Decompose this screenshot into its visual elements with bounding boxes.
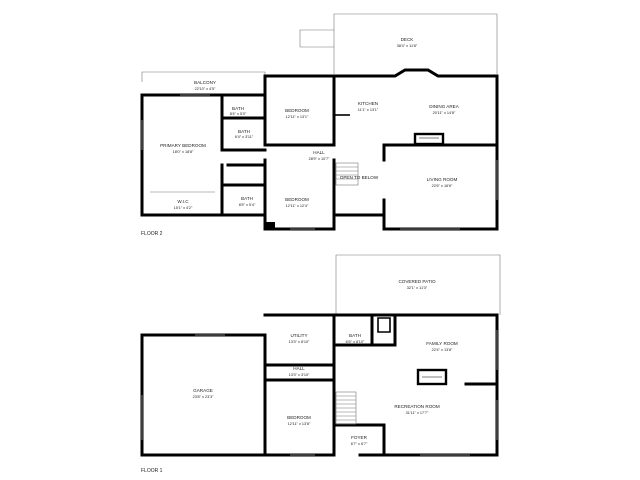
- room-dim: 12'11" x 13'1": [286, 115, 309, 119]
- room-name: FOYER: [351, 435, 368, 440]
- room-bedroom-b: BEDROOM 12'11" x 12'4": [285, 197, 309, 208]
- bath-fixtures: [377, 317, 391, 333]
- room-primary-bedroom: PRIMARY BEDROOM 18'0" x 18'8": [160, 143, 206, 154]
- room-name: GARAGE: [193, 388, 213, 393]
- floor-2-wall-right: [332, 68, 499, 231]
- deck-outline: [299, 13, 498, 74]
- room-bath-c: BATH 8'5" x 5'4": [239, 196, 256, 207]
- room-dim: 23'8" x 23'3": [193, 395, 214, 399]
- windows-floor-2: [141, 94, 498, 230]
- room-utility: UTILITY 13'3" x 8'10": [289, 333, 310, 344]
- stair-floor-2: [335, 162, 359, 186]
- room-dim: 22'4" x 13'8": [432, 348, 453, 352]
- room-deck: DECK 38'4" x 11'8": [397, 37, 418, 48]
- room-hall-1: HALL 13'3" x 3'10": [289, 366, 310, 377]
- room-name: BATH: [349, 333, 361, 338]
- room-name: DINING AREA: [429, 104, 460, 109]
- room-covered-patio: COVERED PATIO 32'1" x 11'3": [398, 279, 436, 290]
- room-dim: 22'10" x 4'5": [195, 87, 216, 91]
- floor-1-label: FLOOR 1: [141, 468, 163, 474]
- room-living-room: LIVING ROOM 22'6" x 16'6": [427, 177, 458, 188]
- room-dim: 12'11" x 12'4": [286, 204, 309, 208]
- room-name: KITCHEN: [358, 101, 378, 106]
- room-name: BALCONY: [194, 80, 216, 85]
- room-bath-b: BATH 6'4" x 3'11": [235, 129, 254, 139]
- room-name: BEDROOM: [285, 108, 309, 113]
- floor-2: DECK 38'4" x 11'8" BALCONY 22'10" x 4'5"…: [140, 13, 499, 237]
- foyer-walls: [332, 423, 386, 457]
- primary-bedroom-walls: [220, 93, 267, 217]
- room-bath-d: BATH 6'6" x 8'10": [346, 333, 365, 344]
- room-dim: 6'4" x 3'11": [235, 135, 254, 139]
- room-bath-a: BATH 8'4" x 5'0": [230, 106, 247, 116]
- room-kitchen: KITCHEN 11'1" x 13'1": [358, 101, 379, 112]
- room-name: OPEN TO BELOW: [340, 175, 379, 180]
- room-dim: 18'0" x 18'8": [173, 150, 194, 154]
- stair-treads-floor-2: [336, 166, 358, 180]
- room-name: LIVING ROOM: [427, 177, 458, 182]
- room-dining-area: DINING AREA 20'11" x 14'8": [429, 104, 460, 115]
- room-dim: 13'3" x 8'10": [289, 340, 310, 344]
- room-dim: 32'1" x 11'3": [407, 286, 428, 290]
- room-name: HALL: [293, 366, 305, 371]
- room-dim: 6'6" x 8'10": [346, 340, 365, 344]
- room-dim: 6'7" x 6'7": [351, 442, 368, 446]
- room-name: BEDROOM: [287, 415, 311, 420]
- room-dim: 8'5" x 5'4": [239, 203, 256, 207]
- room-dim: 15'1" x 4'2": [174, 206, 193, 210]
- room-name: HALL: [313, 150, 325, 155]
- closet-block: [265, 222, 275, 229]
- room-name: BATH: [238, 129, 250, 134]
- room-dim: 38'4" x 11'8": [397, 44, 418, 48]
- covered-patio-outline: [335, 254, 501, 315]
- room-wic: W.I.C 15'1" x 4'2": [174, 199, 193, 210]
- room-dim: 13'3" x 3'10": [289, 373, 310, 377]
- room-name: DECK: [401, 37, 415, 42]
- floor-2-wall-middle: [263, 158, 386, 231]
- room-name: RECREATION ROOM: [394, 404, 440, 409]
- floor-1: COVERED PATIO 32'1" x 11'3" UTILITY 13'3…: [140, 254, 501, 474]
- living-room-divider: [382, 143, 499, 162]
- room-name: COVERED PATIO: [398, 279, 436, 284]
- room-dim: 8'4" x 5'0": [230, 112, 247, 116]
- room-open-to-below: OPEN TO BELOW: [340, 175, 379, 180]
- room-bedroom-c: BEDROOM 12'11" x 13'8": [287, 415, 311, 426]
- room-dim: 11'1" x 13'1": [358, 108, 379, 112]
- fireplace-floor-2: [413, 132, 445, 146]
- room-garage: GARAGE 23'8" x 23'3": [193, 388, 214, 399]
- room-name: W.I.C: [177, 199, 189, 204]
- room-name: UTILITY: [290, 333, 307, 338]
- room-balcony: BALCONY 22'10" x 4'5": [194, 80, 216, 91]
- garage-openings: [141, 334, 225, 440]
- room-family-room: FAMILY ROOM 22'4" x 13'8": [426, 341, 458, 352]
- room-dim: 22'6" x 16'6": [432, 184, 453, 188]
- room-hall: HALL 28'9" x 10'7": [309, 150, 330, 161]
- room-name: BATH: [241, 196, 253, 201]
- room-bedroom-a: BEDROOM 12'11" x 13'1": [285, 108, 309, 119]
- room-dim: 28'9" x 10'7": [309, 157, 330, 161]
- room-dim: 12'11" x 13'8": [288, 422, 311, 426]
- floor-1-wall-inner: [263, 313, 397, 457]
- room-name: BEDROOM: [285, 197, 309, 202]
- windows-floor-1: [290, 330, 498, 456]
- stair-treads-floor-1: [336, 395, 356, 421]
- room-dim: 20'11" x 14'8": [433, 111, 456, 115]
- floor-2-wall-hall: [263, 74, 336, 147]
- room-name: FAMILY ROOM: [426, 341, 458, 346]
- room-name: BATH: [232, 106, 244, 111]
- room-name: PRIMARY BEDROOM: [160, 143, 206, 148]
- room-foyer: FOYER 6'7" x 6'7": [351, 435, 368, 446]
- room-dim: 31'11" x 17'7": [406, 411, 429, 415]
- floor-2-label: FLOOR 2: [141, 231, 163, 237]
- room-recreation-room: RECREATION ROOM 31'11" x 17'7": [394, 404, 440, 415]
